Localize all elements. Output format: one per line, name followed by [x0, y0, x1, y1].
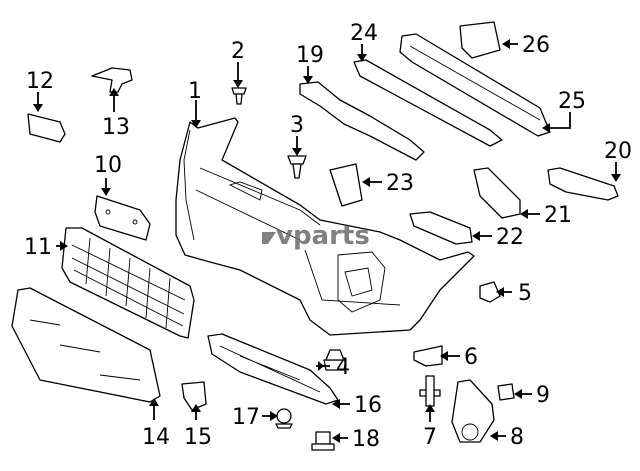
part-20 [547, 167, 619, 201]
part-23 [329, 163, 363, 207]
part-license-bracket [94, 195, 151, 241]
callout-12: 12 [26, 69, 54, 94]
watermark: vparts [262, 221, 370, 251]
part-22 [409, 211, 473, 245]
callout-17: 17 [232, 405, 260, 430]
callout-6: 6 [464, 345, 478, 370]
callout-19: 19 [296, 43, 324, 68]
fastener-18 [311, 431, 335, 451]
part-9 [497, 383, 515, 401]
part-15 [181, 381, 207, 411]
callout-7: 7 [423, 425, 437, 450]
callout-24: 24 [350, 21, 378, 46]
part-8 [451, 379, 495, 443]
fastener-7 [419, 375, 441, 407]
part-under-cover [207, 333, 339, 405]
callout-25: 25 [558, 89, 586, 114]
watermark-logo-icon [262, 232, 276, 244]
callout-22: 22 [496, 225, 524, 250]
watermark-text: vparts [276, 221, 370, 251]
callout-26: 26 [522, 33, 550, 58]
callout-4: 4 [336, 355, 350, 380]
callout-13: 13 [102, 115, 130, 140]
callout-9: 9 [536, 383, 550, 408]
fastener-17 [275, 408, 293, 429]
part-26 [459, 21, 501, 59]
callout-2: 2 [231, 39, 245, 64]
fastener-2 [231, 87, 247, 105]
part-19 [299, 81, 425, 161]
callout-10: 10 [94, 153, 122, 178]
callout-3: 3 [290, 113, 304, 138]
part-5 [479, 281, 501, 303]
callout-labels: 1 2 3 4 5 6 7 8 9 10 11 12 13 14 15 16 1… [24, 21, 632, 452]
leader-lines [33, 39, 621, 443]
part-skid-plate [11, 287, 161, 403]
part-bumper-cover [175, 117, 475, 336]
callout-18: 18 [352, 427, 380, 452]
part-12 [27, 113, 66, 143]
part-lower-grille [61, 227, 195, 339]
part-24 [353, 59, 503, 147]
callout-8: 8 [510, 425, 524, 450]
callout-16: 16 [354, 393, 382, 418]
callout-15: 15 [184, 425, 212, 450]
callout-14: 14 [142, 425, 170, 450]
callout-5: 5 [518, 281, 532, 306]
part-21 [473, 167, 521, 219]
callout-20: 20 [604, 139, 632, 164]
callout-11: 11 [24, 235, 52, 260]
part-13 [91, 67, 133, 93]
callout-1: 1 [188, 79, 202, 104]
fastener-3 [287, 155, 307, 179]
callout-21: 21 [544, 203, 572, 228]
part-6 [413, 345, 443, 367]
callout-23: 23 [386, 171, 414, 196]
part-impact-beam [399, 33, 551, 137]
